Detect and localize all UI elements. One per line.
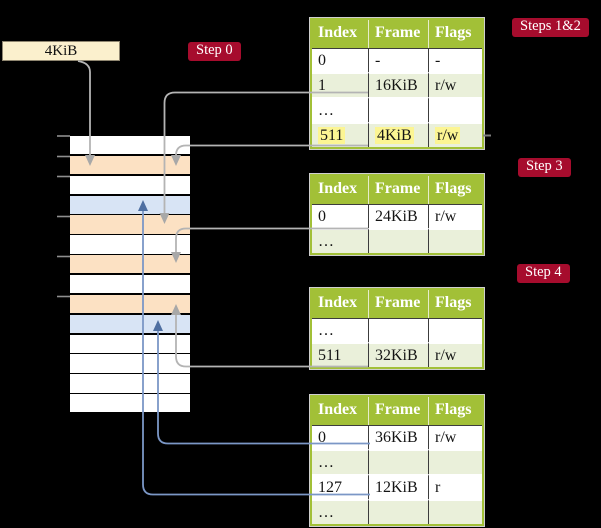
- page-table-step-4: Index Frame Flags … 511 32KiB r/w: [310, 288, 484, 369]
- badge-step-3: Step 3: [518, 158, 571, 177]
- header-row: Index Frame Flags: [312, 397, 482, 425]
- table-row: …: [312, 318, 482, 342]
- page-table-step-3: Index Frame Flags 0 24KiB r/w …: [310, 174, 484, 255]
- memory-row-9-blue: [70, 314, 190, 334]
- memory-row-7-white: [70, 275, 190, 294]
- cell-flags: [428, 228, 482, 253]
- memory-row-5-white: [70, 235, 190, 254]
- cell-frame: 36KiB: [368, 425, 428, 449]
- table-row: 127 12KiB r: [312, 474, 482, 499]
- table-row: 1 16KiB r/w: [312, 72, 482, 97]
- header-row: Index Frame Flags: [312, 176, 482, 204]
- memory-row-6-orange: [70, 255, 190, 274]
- memory-strip: [70, 136, 190, 414]
- memory-row-2-white: [70, 175, 190, 195]
- page-table-steps-1-2: Index Frame Flags 0 - - 1 16KiB r/w … 51…: [310, 18, 484, 149]
- memory-row-11-white: [70, 354, 190, 373]
- memory-row-10-white: [70, 334, 190, 353]
- cell-frame: [368, 499, 428, 524]
- cell-index: …: [312, 97, 368, 122]
- cell-frame: 24KiB: [368, 204, 428, 228]
- cell-flags: -: [428, 48, 482, 72]
- table-row: …: [312, 499, 482, 524]
- cell-index: 511: [312, 122, 368, 147]
- cell-frame: 16KiB: [368, 72, 428, 97]
- table-row: 0 36KiB r/w: [312, 425, 482, 449]
- cell-frame: [368, 97, 428, 122]
- table-row: 0 - -: [312, 48, 482, 72]
- cell-flags: [428, 97, 482, 122]
- cell-index: …: [312, 228, 368, 253]
- cell-flags: r: [428, 474, 482, 499]
- col-header-frame: Frame: [368, 290, 428, 318]
- badge-step-4: Step 4: [517, 264, 570, 283]
- cell-flags: r/w: [428, 122, 482, 147]
- cell-frame: [368, 449, 428, 474]
- col-header-index: Index: [312, 20, 368, 48]
- col-header-flags: Flags: [428, 20, 482, 48]
- header-row: Index Frame Flags: [312, 290, 482, 318]
- highlight: 511: [318, 126, 346, 144]
- memory-row-1-orange: [70, 155, 190, 175]
- memory-row-3-blue: [70, 195, 190, 214]
- page-table-final: Index Frame Flags 0 36KiB r/w … 127 12Ki…: [310, 395, 484, 526]
- badge-step-0: Step 0: [188, 42, 241, 61]
- cell-index: …: [312, 499, 368, 524]
- memory-row-12-white: [70, 374, 190, 393]
- cell-frame: 4KiB: [368, 122, 428, 147]
- frame-label-box: 4KiB: [2, 41, 120, 61]
- col-header-frame: Frame: [368, 397, 428, 425]
- header-row: Index Frame Flags: [312, 20, 482, 48]
- col-header-flags: Flags: [428, 176, 482, 204]
- cell-index: 1: [312, 72, 368, 97]
- table-row-highlighted: 511 4KiB r/w: [312, 122, 482, 147]
- col-header-index: Index: [312, 290, 368, 318]
- col-header-flags: Flags: [428, 290, 482, 318]
- cell-frame: [368, 318, 428, 342]
- cell-index: 0: [312, 204, 368, 228]
- table-row: …: [312, 97, 482, 122]
- cell-index: 0: [312, 425, 368, 449]
- badge-steps-1-2: Steps 1&2: [512, 18, 589, 37]
- table-row: …: [312, 228, 482, 253]
- cell-flags: [428, 449, 482, 474]
- col-header-index: Index: [312, 397, 368, 425]
- cell-index: …: [312, 449, 368, 474]
- cell-flags: r/w: [428, 425, 482, 449]
- col-header-frame: Frame: [368, 20, 428, 48]
- table-row: …: [312, 449, 482, 474]
- cell-flags: r/w: [428, 204, 482, 228]
- cell-flags: [428, 318, 482, 342]
- cell-flags: r/w: [428, 342, 482, 367]
- memory-row-0-white: [70, 136, 190, 155]
- cell-frame: -: [368, 48, 428, 72]
- col-header-frame: Frame: [368, 176, 428, 204]
- cell-frame: 12KiB: [368, 474, 428, 499]
- memory-row-8-orange: [70, 294, 190, 314]
- cell-index: 0: [312, 48, 368, 72]
- cell-index: …: [312, 318, 368, 342]
- cell-flags: r/w: [428, 72, 482, 97]
- cell-index: 511: [312, 342, 368, 367]
- table-row: 0 24KiB r/w: [312, 204, 482, 228]
- cell-frame: 32KiB: [368, 342, 428, 367]
- table-row: 511 32KiB r/w: [312, 342, 482, 367]
- cell-frame: [368, 228, 428, 253]
- memory-row-4-orange: [70, 215, 190, 234]
- col-header-index: Index: [312, 176, 368, 204]
- highlight: r/w: [435, 126, 461, 144]
- cell-index: 127: [312, 474, 368, 499]
- col-header-flags: Flags: [428, 397, 482, 425]
- highlight: 4KiB: [375, 126, 414, 144]
- memory-row-13-white: [70, 394, 190, 413]
- cell-flags: [428, 499, 482, 524]
- address-ticks: [57, 135, 70, 298]
